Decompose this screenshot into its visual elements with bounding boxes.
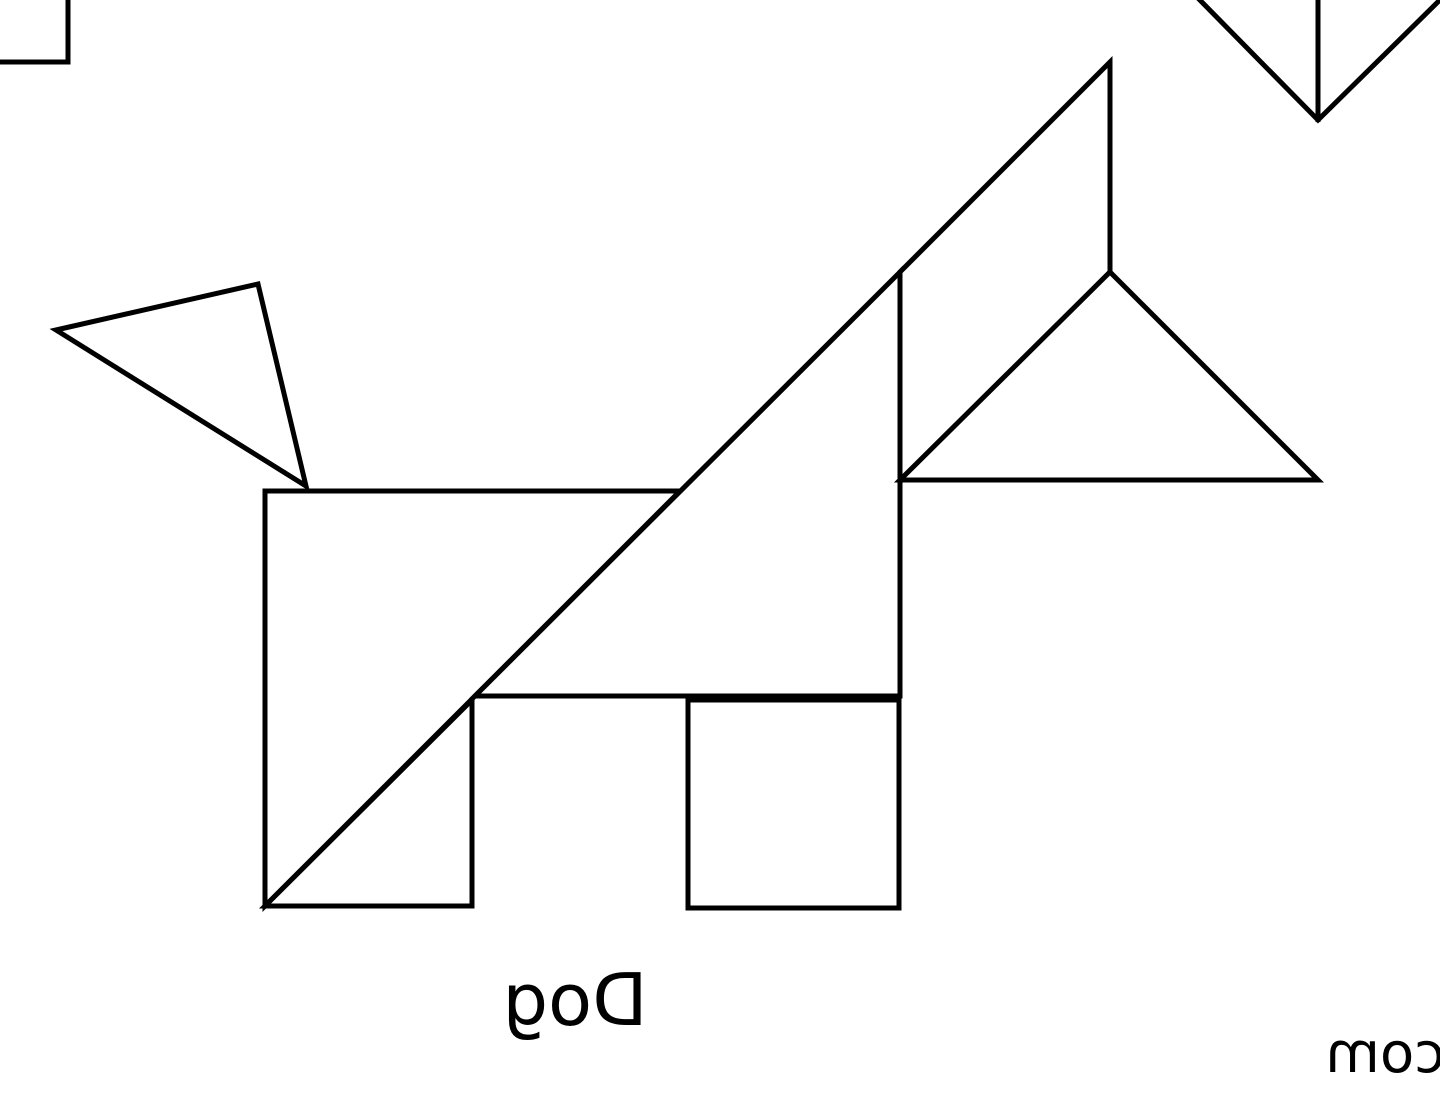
partial-triangle-top-right xyxy=(1196,0,1440,124)
back-leg-triangle xyxy=(258,693,475,909)
head-triangle xyxy=(893,268,1325,483)
body-large-triangle xyxy=(468,265,903,699)
front-leg-square xyxy=(685,697,902,911)
caption-label: Dog xyxy=(502,958,647,1042)
partial-square-top-left xyxy=(0,0,71,65)
tail-triangle xyxy=(49,281,310,492)
corner-text: com xyxy=(1325,1021,1440,1086)
